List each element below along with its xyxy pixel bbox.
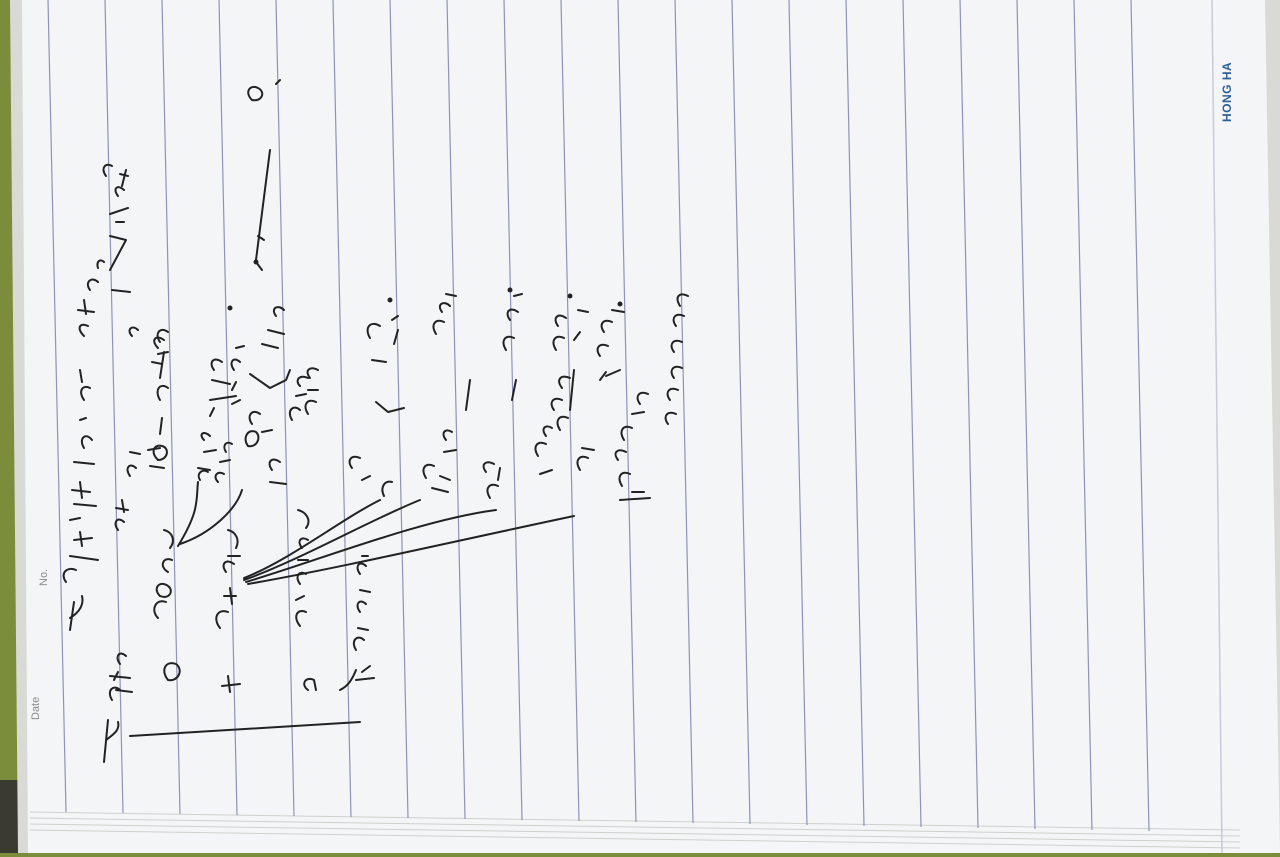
handwriting — [62, 79, 689, 763]
ruled-line — [617, 0, 637, 823]
tail-note — [614, 293, 689, 487]
note-label — [103, 652, 131, 763]
ruled-line — [275, 0, 295, 817]
brand-logo: HONG HA — [1218, 61, 1240, 124]
margin-line — [1211, 0, 1223, 854]
ruled-line — [1130, 0, 1150, 832]
paper-sheet — [22, 0, 1280, 853]
ruled-line — [1016, 0, 1036, 830]
ruled-line — [845, 0, 865, 827]
row-zero — [153, 529, 181, 682]
ruled-line — [959, 0, 979, 829]
ruled-line — [902, 0, 922, 828]
header-date-label: Date — [30, 696, 42, 720]
page-edges — [29, 811, 1241, 849]
handwritten-header — [62, 259, 105, 631]
ruled-line — [788, 0, 808, 826]
ruled-line — [674, 0, 694, 824]
ruled-line — [731, 0, 751, 825]
brand-text: HONG HA — [1220, 61, 1234, 122]
m-label — [109, 186, 131, 293]
row-one — [215, 529, 241, 693]
ruled-line — [47, 0, 67, 813]
ruled-line — [332, 0, 352, 818]
header-no-label: No. — [38, 568, 50, 586]
ruled-line — [1073, 0, 1093, 831]
ruled-line — [446, 0, 466, 820]
ruled-line — [503, 0, 523, 821]
conclusion — [352, 555, 375, 681]
ruled-line — [218, 0, 238, 816]
